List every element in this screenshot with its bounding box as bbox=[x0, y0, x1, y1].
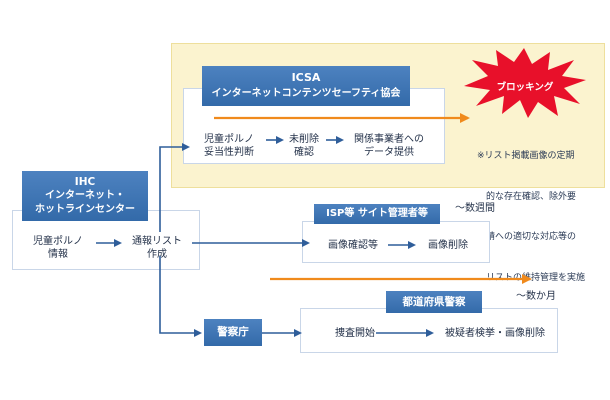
icsa-step-data-provision: 関係事業者へのデータ提供 bbox=[354, 134, 424, 158]
isp-header: ISP等 サイト管理者等 bbox=[314, 204, 440, 224]
ihc-step-report-list: 通報リスト作成 bbox=[132, 236, 182, 260]
isp-title: ISP等 サイト管理者等 bbox=[326, 208, 428, 219]
icsa-step-judgement: 児童ポルノ妥当性判断 bbox=[204, 134, 254, 158]
ihc-step-info: 児童ポルノ情報 bbox=[33, 236, 83, 260]
blocking-label: ブロッキング bbox=[496, 82, 554, 93]
blocking-note: ※リスト掲載画像の定期 的な存在確認、除外要 請への適切な対応等の リストの維持… bbox=[477, 151, 586, 283]
isp-step-check: 画像確認等 bbox=[328, 240, 378, 251]
police-duration: ～数か月 bbox=[516, 291, 556, 302]
police-agency-label: 警察庁 bbox=[217, 326, 249, 338]
icsa-header: ICSA インターネットコンテンツセーフティ協会 bbox=[202, 66, 410, 106]
prefecture-police-label: 都道府県警察 bbox=[402, 296, 466, 308]
isp-box bbox=[302, 221, 490, 263]
isp-step-delete: 画像削除 bbox=[428, 240, 468, 251]
ihc-subtitle-1: インターネット・ bbox=[45, 190, 125, 201]
police-step-investigation: 捜査開始 bbox=[335, 328, 375, 339]
arrow-list-to-icsa bbox=[159, 143, 190, 232]
police-agency-box: 警察庁 bbox=[204, 319, 262, 346]
blocking-burst-icon bbox=[464, 48, 586, 118]
prefecture-police-header: 都道府県警察 bbox=[386, 291, 482, 313]
ihc-header: IHC インターネット・ ホットラインセンター bbox=[22, 171, 148, 221]
icsa-subtitle: インターネットコンテンツセーフティ協会 bbox=[211, 88, 401, 99]
isp-duration: ～数週間 bbox=[455, 203, 495, 214]
ihc-title: IHC bbox=[74, 176, 96, 188]
prefecture-police-box bbox=[300, 308, 558, 353]
police-step-arrest: 被疑者検挙・画像削除 bbox=[445, 328, 545, 339]
ihc-subtitle-2: ホットラインセンター bbox=[35, 204, 135, 215]
icsa-title: ICSA bbox=[291, 71, 321, 84]
arrow-list-to-police bbox=[159, 256, 202, 337]
icsa-step-unremoved-check: 未削除確認 bbox=[289, 134, 319, 158]
